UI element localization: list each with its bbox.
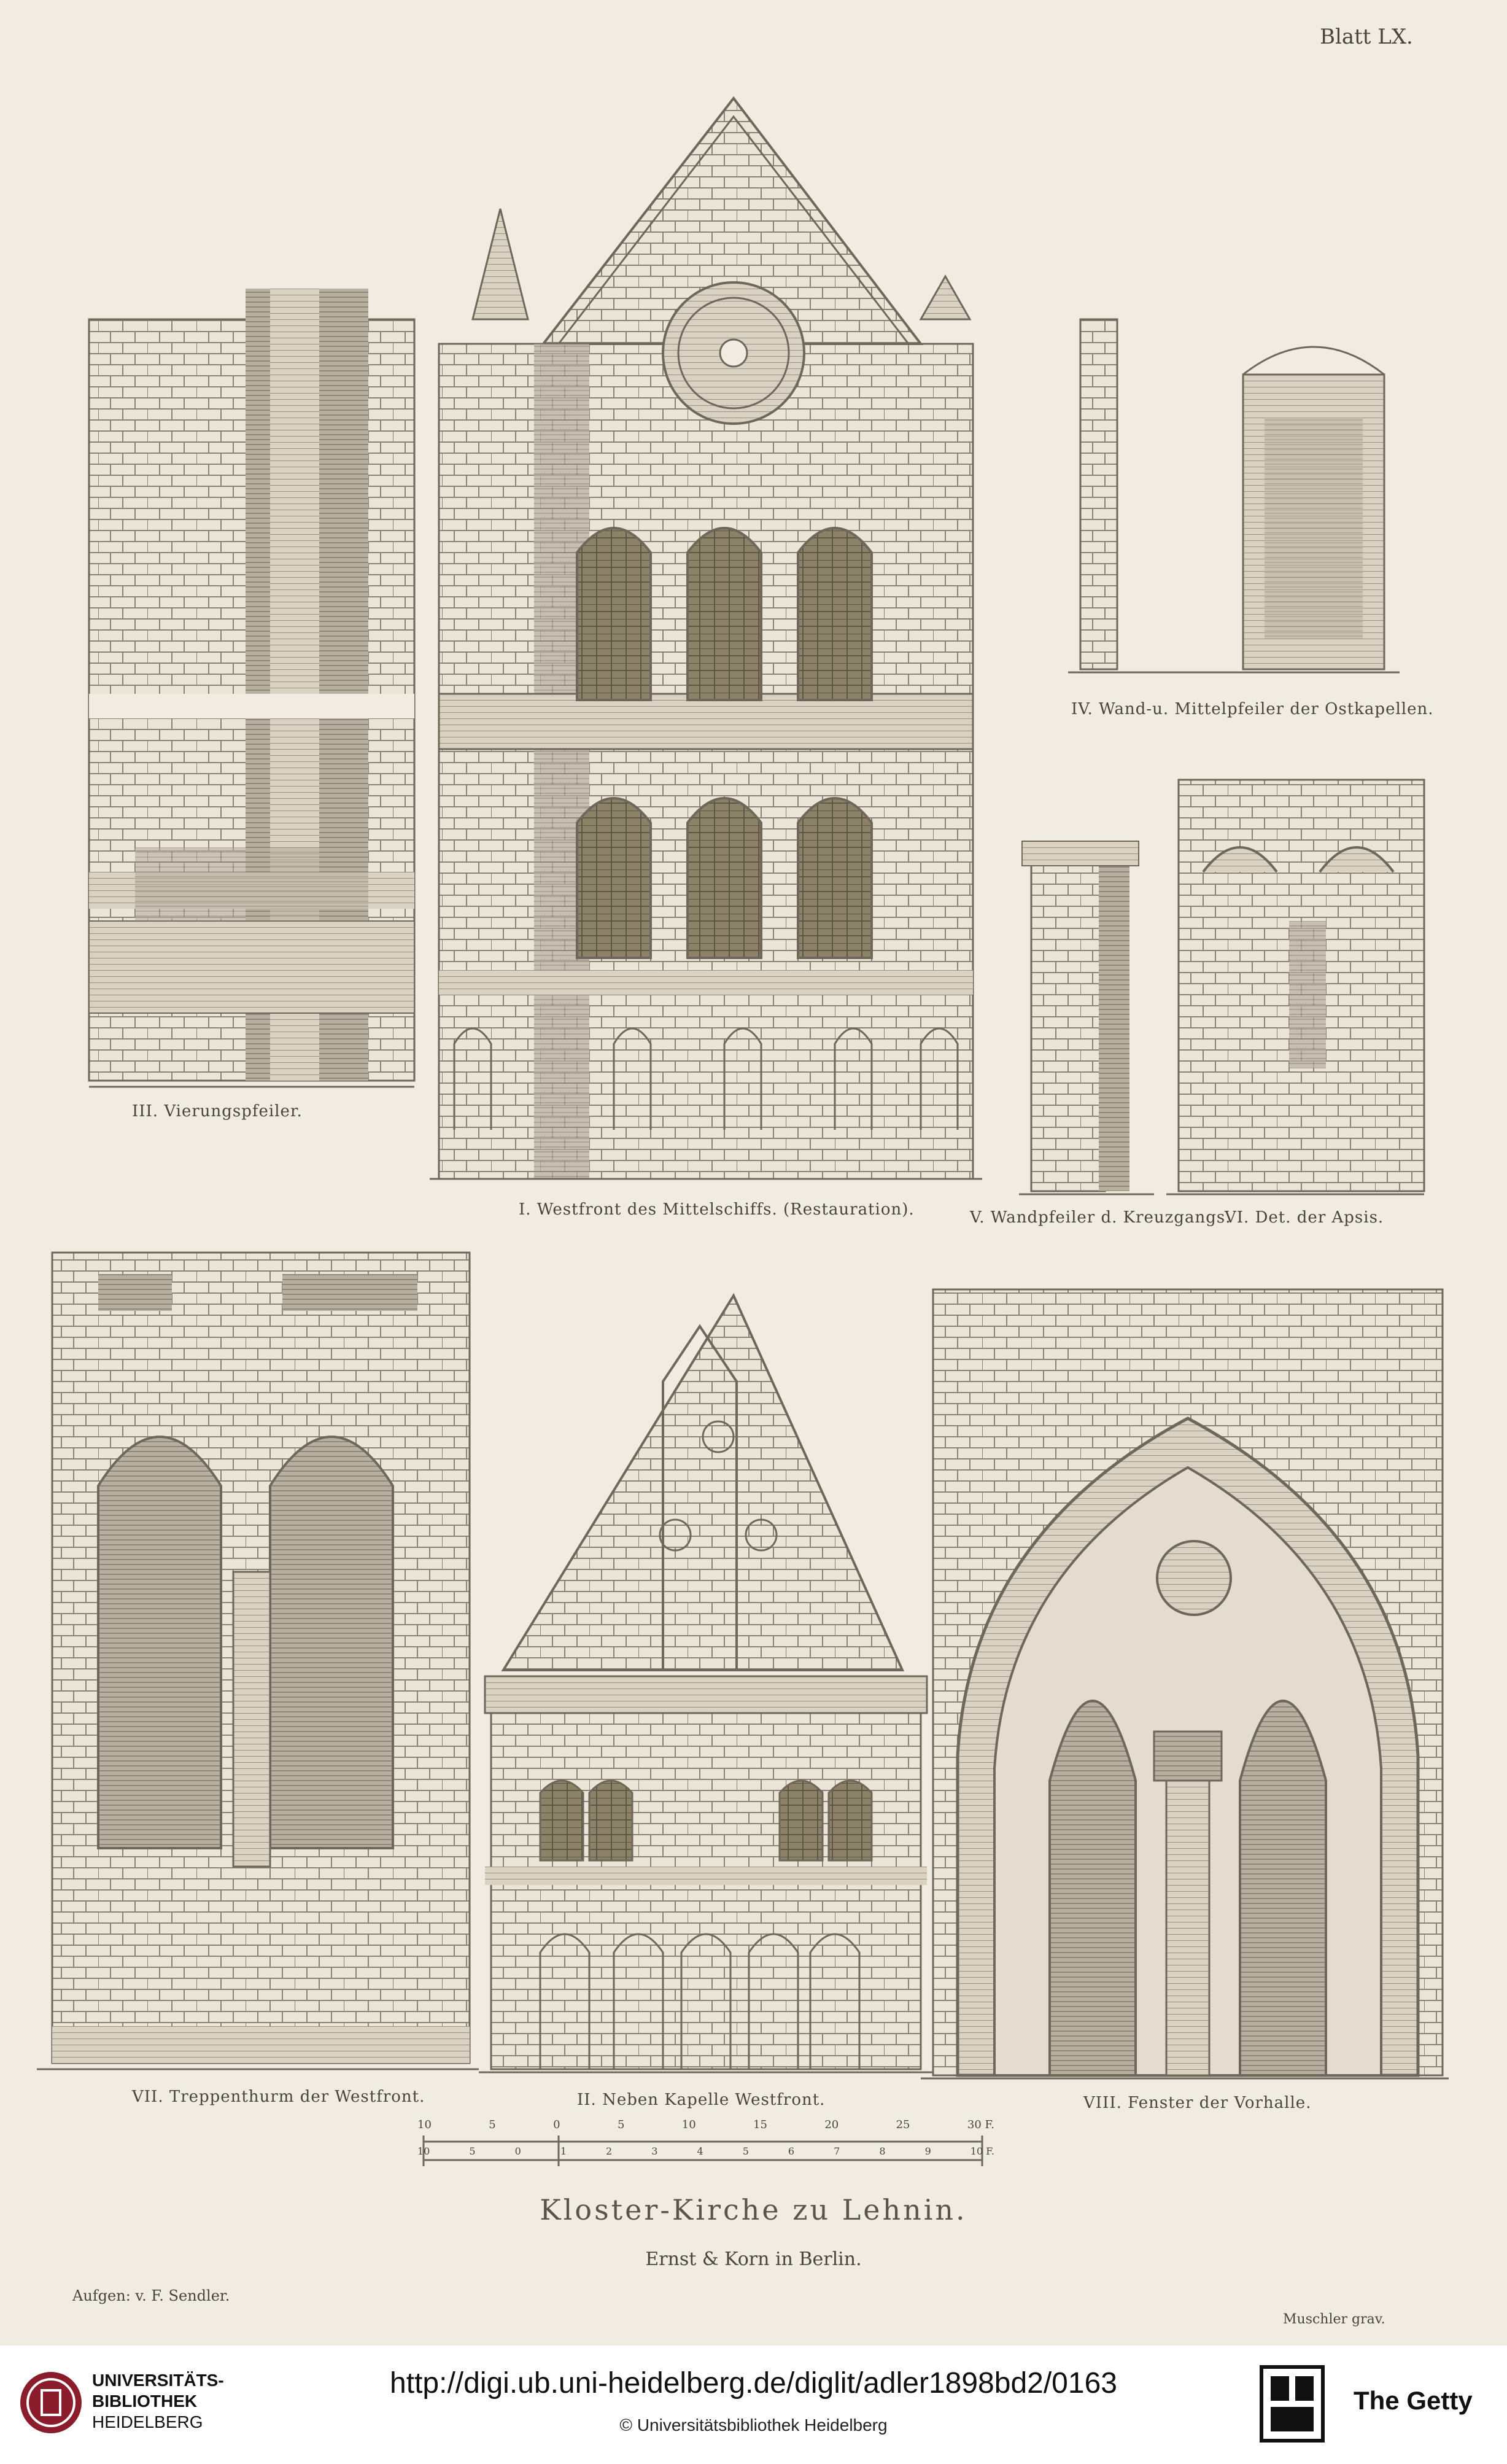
caption-figure-vi: VI. Det. der Apsis. [1225,1208,1384,1227]
scale-bar [422,2136,983,2166]
caption-figure-iii: III. Vierungspfeiler. [132,1102,303,1121]
figure-v-drawing [1019,841,1154,1195]
engraver-credit: Muschler grav. [1283,2312,1385,2327]
figure-vii-drawing [37,1251,479,2070]
figure-i-drawing [430,96,982,1180]
permalink-url[interactable]: http://digi.ub.uni-heidelberg.de/diglit/… [390,2367,1117,2400]
plate-title: Kloster-Kirche zu Lehnin. [540,2193,967,2226]
caption-figure-ii: II. Neben Kapelle Westfront. [577,2091,826,2109]
caption-figure-v: V. Wandpfeiler d. Kreuzgangs. [970,1208,1231,1227]
caption-figure-iv: IV. Wand-u. Mittelpfeiler der Ostkapelle… [1071,700,1434,718]
figure-iii-drawing [88,289,416,1088]
caption-figure-i: I. Westfront des Mittelschiffs. (Restaur… [519,1200,915,1219]
library-name: UNIVERSITÄTS- BIBLIOTHEK HEIDELBERG [92,2371,224,2431]
getty-logo-icon [1260,2365,1325,2443]
figure-vi-drawing [1166,779,1425,1195]
digitization-footer: UNIVERSITÄTS- BIBLIOTHEK HEIDELBERG http… [0,2345,1507,2464]
surveyor-credit: Aufgen: v. F. Sendler. [72,2287,230,2304]
figure-iv-drawing [1068,318,1400,674]
scale-bottom-labels: 10 5 0 1 2 3 4 5 6 7 8 9 10 F. [417,2145,994,2157]
drawings [37,96,1449,2166]
publisher-line: Ernst & Korn in Berlin. [645,2248,862,2270]
engraving-plate: Blatt LX. [0,0,1507,2345]
partner-name: The Getty [1354,2386,1473,2415]
caption-figure-viii: VIII. Fenster der Vorhalle. [1083,2094,1312,2112]
scale-top-labels: 10 5 0 5 10 15 20 25 30 F. [417,2118,994,2131]
copyright-notice: © Universitätsbibliothek Heidelberg [619,2415,888,2435]
university-seal-icon [20,2372,82,2433]
figure-viii-drawing [921,1288,1449,2080]
caption-figure-vii: VII. Treppenthurm der Westfront. [132,2088,425,2106]
sheet-label: Blatt LX. [1320,25,1413,49]
figure-ii-drawing [479,1292,933,2073]
